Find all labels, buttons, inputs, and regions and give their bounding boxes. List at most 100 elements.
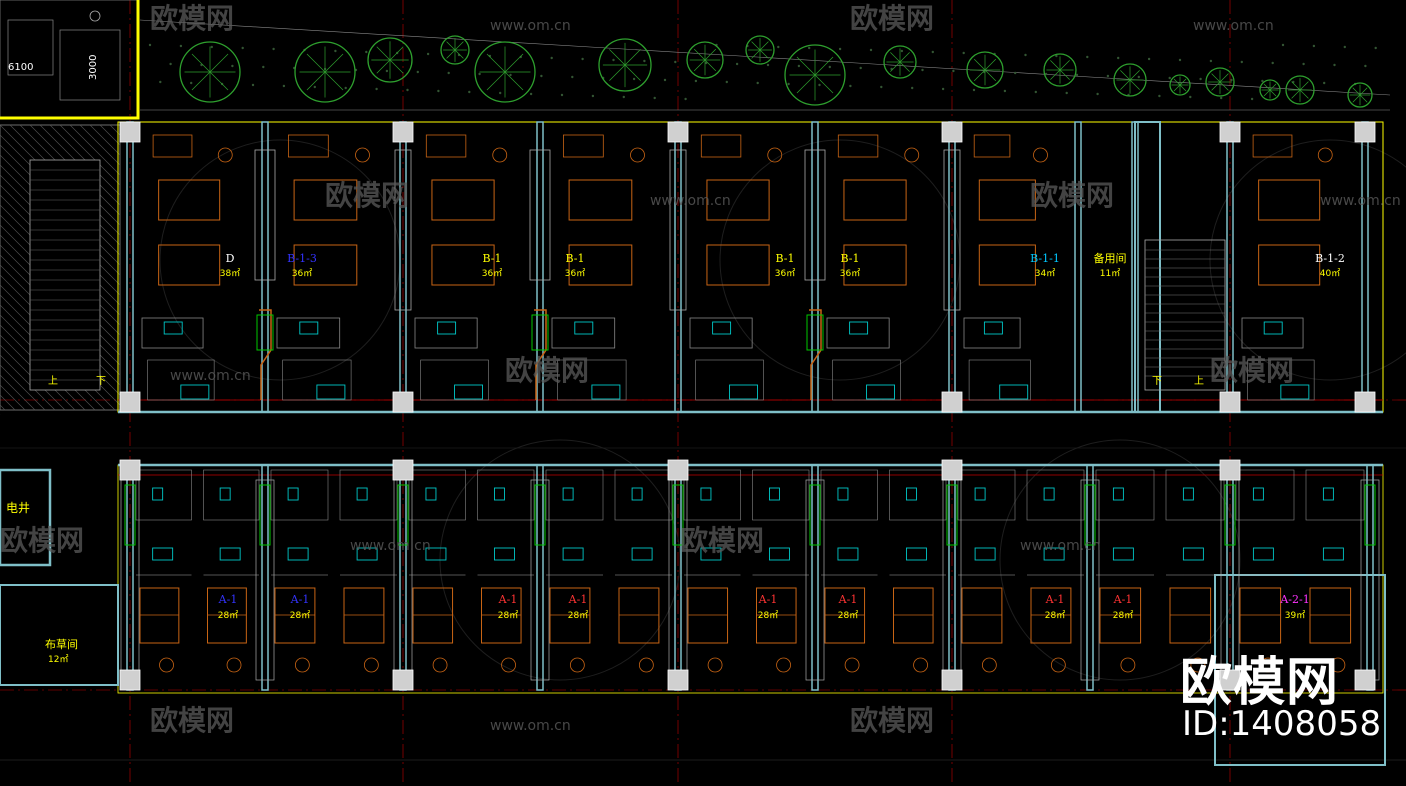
hedge-dot xyxy=(190,81,193,85)
hedge-dot xyxy=(735,62,739,66)
basin xyxy=(906,547,927,561)
room-area: 28㎡ xyxy=(568,610,588,621)
toilet xyxy=(769,487,780,501)
bed xyxy=(706,179,770,221)
tree-branch xyxy=(454,41,464,51)
tree-branch xyxy=(389,59,404,74)
hedge-dot xyxy=(962,51,965,55)
chair xyxy=(294,657,310,673)
bed xyxy=(431,244,495,286)
basin xyxy=(1252,547,1274,561)
watermark-ring xyxy=(159,139,401,381)
tree-branch xyxy=(1129,70,1140,81)
tree-branch xyxy=(504,53,524,73)
tree-branch xyxy=(209,53,229,73)
chair xyxy=(630,147,645,163)
hedge-dot xyxy=(251,83,255,87)
tree-branch xyxy=(1173,84,1181,92)
hedge-dot xyxy=(1250,97,1254,101)
bed xyxy=(481,587,522,644)
hedge-dot xyxy=(1096,92,1099,96)
tree-branch xyxy=(454,49,464,59)
toilet xyxy=(974,487,986,501)
tree-branch xyxy=(1352,87,1361,96)
tree-branch xyxy=(446,41,456,51)
hedge-dot xyxy=(1199,77,1202,81)
bath-partition xyxy=(1247,359,1315,401)
watermark-url: www.om.cn xyxy=(490,718,571,734)
hedge-dot xyxy=(808,46,811,50)
hedge-dot xyxy=(1374,46,1377,50)
hedge-dot xyxy=(828,65,831,69)
toilet xyxy=(631,487,643,501)
elec-shaft xyxy=(0,468,52,567)
hedge-dot xyxy=(653,96,656,100)
hatch-line xyxy=(0,354,56,411)
hedge-dot xyxy=(849,84,852,88)
basin xyxy=(631,547,653,561)
basin xyxy=(356,547,378,561)
tree-branch xyxy=(890,61,901,72)
partition-wall xyxy=(1074,121,1082,413)
hedge-dot xyxy=(756,81,759,85)
stair-up-label: 上 xyxy=(48,375,58,387)
room-furniture xyxy=(120,134,1380,681)
chair xyxy=(776,657,791,673)
tree-branch xyxy=(899,52,910,63)
hedge-dot xyxy=(1055,54,1058,58)
room-area: 36㎡ xyxy=(482,268,502,279)
toilet xyxy=(700,487,712,501)
bed xyxy=(568,179,633,221)
bath-partition xyxy=(832,359,901,401)
toilet xyxy=(866,384,895,400)
watermark-text: 欧模网 xyxy=(505,354,589,387)
tree-branch xyxy=(624,49,641,66)
basin xyxy=(494,547,515,561)
partition-wall xyxy=(1086,464,1094,691)
hedge-dot xyxy=(838,47,842,51)
hatch-line xyxy=(79,124,121,166)
chair xyxy=(767,147,783,163)
hedge-dot xyxy=(1281,43,1285,47)
hedge-dot xyxy=(1364,64,1367,68)
tree-branch xyxy=(1219,81,1229,91)
hedge-dot xyxy=(1220,96,1223,100)
hedge-dot xyxy=(1168,76,1171,80)
tree-branch xyxy=(624,64,641,81)
tree-branch xyxy=(759,49,769,59)
hedge-dot xyxy=(1240,60,1244,64)
stair-down-label: 下 xyxy=(1152,376,1162,387)
hedge-dot xyxy=(818,83,821,87)
room-area: 28㎡ xyxy=(498,610,518,621)
toilet xyxy=(591,384,621,400)
linen-room-area: 12㎡ xyxy=(48,654,68,665)
partition-wall xyxy=(536,464,544,691)
room-area: 28㎡ xyxy=(838,610,858,621)
hedge-dot xyxy=(952,69,955,73)
tree-canopy xyxy=(966,51,1004,89)
chair xyxy=(432,657,448,673)
dimension-3000: 3000 xyxy=(88,55,99,80)
tree-branch xyxy=(796,74,816,94)
tree-branch xyxy=(1269,83,1277,91)
tree-branch xyxy=(324,53,344,73)
hedge-dot xyxy=(694,79,698,83)
hedge-dot xyxy=(1106,74,1110,78)
hedge-dot xyxy=(591,94,595,98)
column xyxy=(1354,669,1376,691)
hedge-dot xyxy=(1065,91,1068,95)
watermark-text: 欧模网 xyxy=(1030,179,1114,212)
closet xyxy=(254,149,276,281)
hedge-dot xyxy=(1333,63,1336,67)
basin xyxy=(974,547,996,561)
watermark-url: www.om.cn xyxy=(350,538,431,554)
chair xyxy=(355,147,370,163)
hedge-dot xyxy=(437,89,440,93)
tree-branch xyxy=(1299,89,1309,99)
tree-branch xyxy=(1120,70,1131,81)
watermark-url: www.om.cn xyxy=(650,193,731,209)
watermarks: 欧模网欧模网欧模网欧模网欧模网欧模网欧模网欧模网欧模网欧模网www.om.cnw… xyxy=(0,2,1401,737)
hedge-dot xyxy=(931,50,934,54)
hedge-dot xyxy=(1137,75,1141,79)
